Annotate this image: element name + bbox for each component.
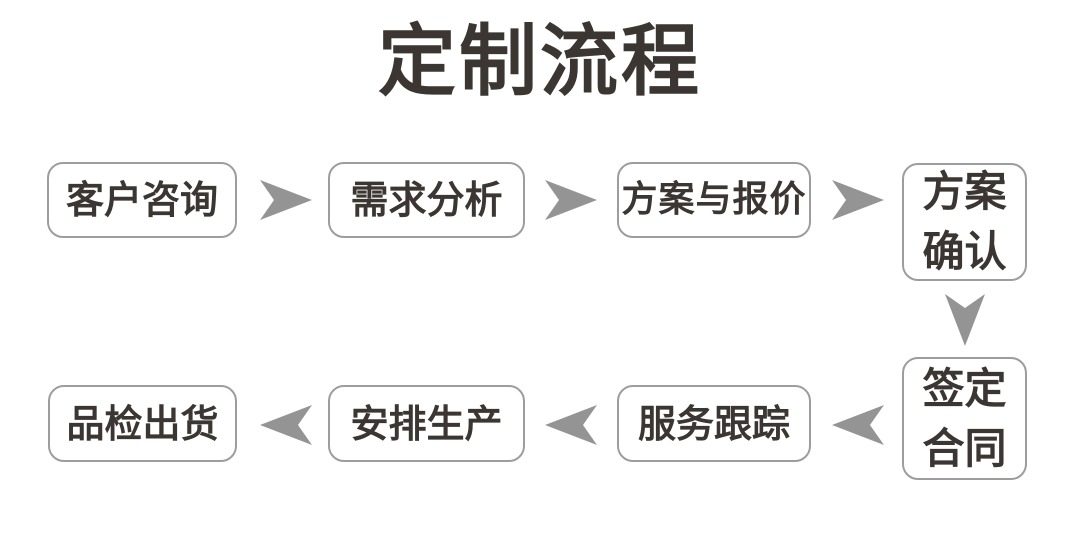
arrow-right-icon xyxy=(545,180,597,220)
arrow-left-icon xyxy=(260,405,312,445)
flow-step-label: 签定合同 xyxy=(922,363,1007,473)
flow-step-qc-and-shipping: 品检出货 xyxy=(48,385,237,462)
flow-step-label: 服务跟踪 xyxy=(637,401,790,446)
page-title: 定制流程 xyxy=(377,17,702,107)
flow-step-proposal-and-quote: 方案与报价 xyxy=(617,162,811,238)
flow-step-customer-inquiry: 客户咨询 xyxy=(47,162,237,238)
flow-step-service-tracking: 服务跟踪 xyxy=(617,385,811,462)
flow-step-label: 方案与报价 xyxy=(621,179,807,220)
flow-step-label: 需求分析 xyxy=(350,178,503,222)
flow-step-label: 安排生产 xyxy=(350,401,503,446)
flow-step-label: 客户咨询 xyxy=(65,178,218,222)
flow-step-contract-signing: 签定合同 xyxy=(902,357,1027,480)
arrow-left-icon xyxy=(545,405,597,445)
flow-step-proposal-confirmation: 方案确认 xyxy=(902,163,1027,281)
arrow-right-icon xyxy=(260,180,312,220)
flow-step-label: 品检出货 xyxy=(66,401,219,446)
arrow-down-icon xyxy=(945,294,985,346)
flow-step-label: 方案确认 xyxy=(922,167,1007,276)
flow-step-requirement-analysis: 需求分析 xyxy=(328,162,525,238)
arrow-right-icon xyxy=(832,180,884,220)
arrow-left-icon xyxy=(832,405,884,445)
flow-step-production-scheduling: 安排生产 xyxy=(328,385,525,462)
